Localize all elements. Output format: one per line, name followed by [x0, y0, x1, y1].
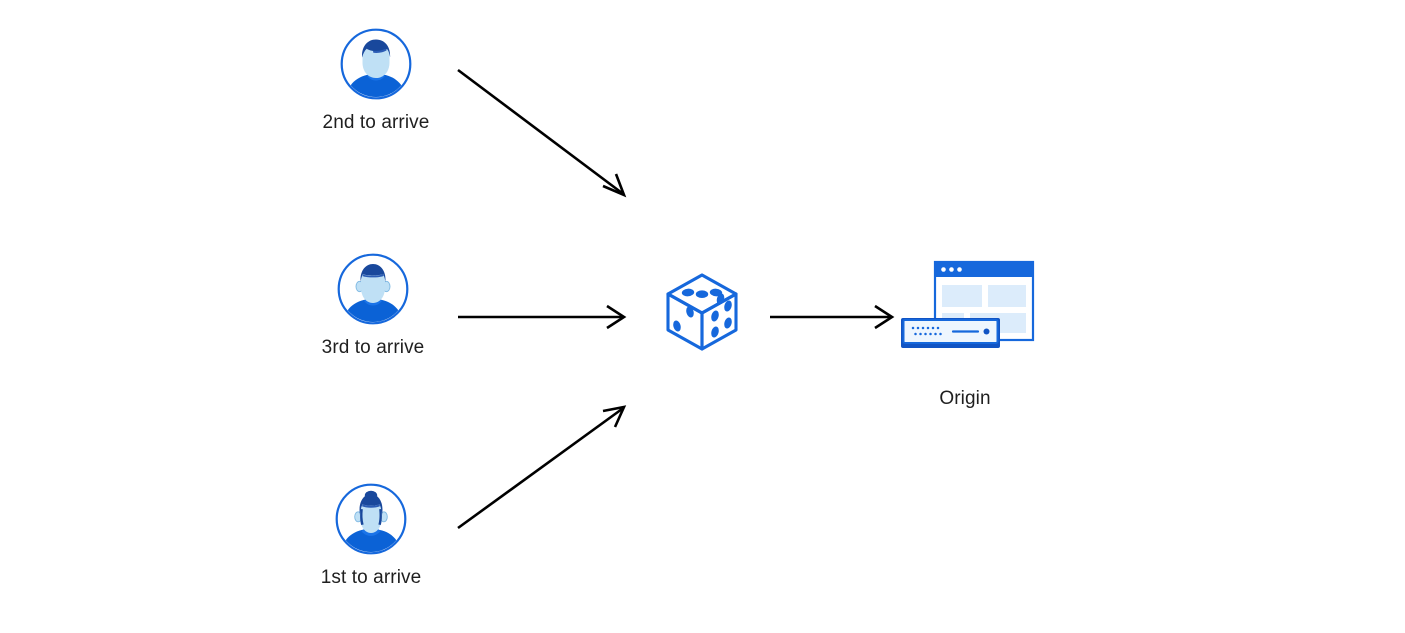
- user-avatar-icon: [335, 483, 407, 555]
- arrow-person-1-to-dice: [457, 68, 627, 198]
- node-label: 3rd to arrive: [321, 337, 425, 358]
- node-label: 2nd to arrive: [322, 112, 430, 133]
- arrow-person-3-to-dice: [457, 405, 627, 530]
- user-avatar-icon: [337, 253, 409, 325]
- user-avatar-icon: [340, 28, 412, 100]
- server-device: [901, 318, 1000, 348]
- node-origin-server[interactable]: Origin: [893, 252, 1037, 410]
- node-label: Origin: [939, 388, 991, 409]
- node-dice-random-selector[interactable]: [658, 268, 746, 356]
- node-person-2nd-to-arrive[interactable]: 2nd to arrive: [306, 28, 446, 134]
- node-person-1st-to-arrive[interactable]: 1st to arrive: [301, 483, 441, 589]
- origin-server-icon: [893, 252, 1037, 370]
- node-person-3rd-to-arrive[interactable]: 3rd to arrive: [303, 253, 443, 359]
- arrow-dice-to-origin: [770, 304, 895, 330]
- dice-icon: [658, 268, 746, 356]
- arrow-person-2-to-dice: [458, 304, 627, 330]
- node-label: 1st to arrive: [320, 567, 422, 588]
